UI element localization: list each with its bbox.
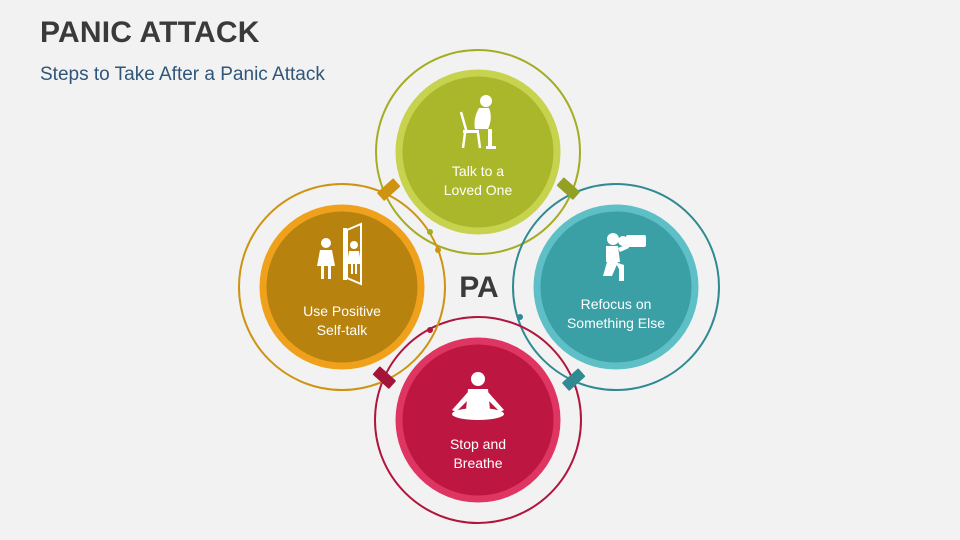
step-stop-and-breathe: Stop and Breathe xyxy=(395,337,561,503)
page-subtitle: Steps to Take After a Panic Attack xyxy=(40,64,325,85)
ring-dot xyxy=(435,247,441,253)
step-label-line: Refocus on xyxy=(581,296,652,312)
person-meditating-icon xyxy=(452,372,504,420)
step-positive-self-talk: Use Positive Self-talk xyxy=(259,204,425,370)
bottom-outer-ring xyxy=(374,316,582,524)
top-outer-ring xyxy=(375,49,581,255)
step-label-line: Use Positive xyxy=(303,303,381,319)
step-label-line: Stop and xyxy=(450,436,506,452)
ring-dot xyxy=(517,314,523,320)
step-label-line: Something Else xyxy=(567,315,665,331)
connector-bottom-left xyxy=(372,366,396,389)
ring-dot xyxy=(427,327,433,333)
connector-left-top xyxy=(377,178,401,201)
ring-dot xyxy=(427,229,433,235)
person-kneeling-with-camera-icon xyxy=(603,233,646,281)
step-label-line: Talk to a xyxy=(452,163,504,179)
person-facing-mirror-icon xyxy=(317,222,362,286)
connector-right-bottom xyxy=(562,368,586,391)
right-outer-ring xyxy=(512,183,720,391)
connector-top-right xyxy=(556,177,580,200)
left-outer-ring xyxy=(238,183,446,391)
step-talk-to-loved-one: Talk to a Loved One xyxy=(395,69,561,235)
step-label-line: Breathe xyxy=(453,455,502,471)
person-sitting-on-chair-icon xyxy=(459,95,496,149)
page-title: PANIC ATTACK xyxy=(40,16,260,49)
center-label: PA xyxy=(459,271,498,304)
step-label-line: Self-talk xyxy=(317,322,369,338)
step-refocus: Refocus on Something Else xyxy=(533,204,699,370)
step-label-line: Loved One xyxy=(444,182,513,198)
